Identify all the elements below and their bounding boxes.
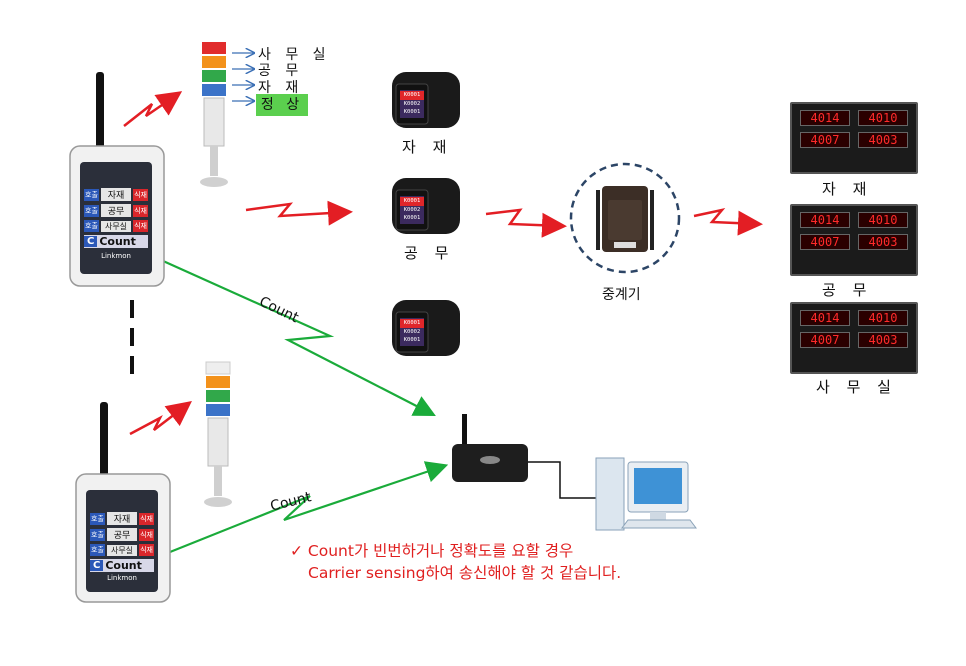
led-display: 4014 4010 4007 4003 [790,102,918,174]
repeater-label: 중계기 [602,287,641,303]
call-tag: 호출 [84,188,99,201]
call-tag: 호출 [90,528,105,541]
watch-caption-materials: 자 재 [402,138,453,156]
repeater-device [596,186,654,252]
led-display: 4014 4010 4007 4003 [790,302,918,374]
panel-face-bottom: 호출 자재 식재 호출 공무 식재 호출 사무실 식재 C Count Link… [90,512,154,582]
brand-label: Linkmon [107,574,137,582]
action-tag: 식재 [133,204,148,217]
brand-label: Linkmon [101,252,131,260]
panel-row[interactable]: 호출 자재 식재 [84,188,148,201]
row-label: 공무 [106,528,138,541]
action-tag: 식재 [139,544,154,556]
row-label: 자재 [100,188,132,201]
repeater-circle [569,162,681,274]
display-caption-office: 사 무 실 [816,378,897,396]
tower-label-maintenance: 공 무 [258,63,304,79]
action-tag: 식재 [139,512,154,525]
panel-row[interactable]: 호출 사무실 식재 [84,220,148,232]
panel-row[interactable]: 호출 사무실 식재 [90,544,154,556]
count-link-top [151,254,436,417]
tower-light-bottom [204,361,232,507]
row-label: 공무 [100,204,132,217]
count-tag: C [84,236,98,247]
count-link-bottom [159,461,449,558]
panel-row[interactable]: 호출 공무 식재 [90,528,154,541]
count-label: Count [105,559,142,572]
row-label: 자재 [106,512,138,525]
notice-line: Carrier sensing하여 송신해야 할 것 같습니다. [308,564,622,582]
wireless-link-watches [245,200,353,226]
notice-text: ✓ Count가 빈번하거나 정확도를 요할 경우 Carrier sensin… [290,540,621,584]
wireless-link-bottom-tower [129,400,192,436]
display-caption-maintenance: 공 무 [822,281,873,299]
tower-light-top [200,42,228,187]
call-tag: 호출 [84,204,99,217]
action-tag: 식재 [133,188,148,201]
wireless-link-top-tower [123,91,183,127]
panel-row[interactable]: 호출 공무 식재 [84,204,148,217]
panel-row[interactable]: 호출 자재 식재 [90,512,154,525]
panel-face-top: 호출 자재 식재 호출 공무 식재 호출 사무실 식재 C Count Link… [84,188,148,260]
count-tag: C [90,560,104,571]
led-display: 4014 4010 4007 4003 [790,204,918,276]
action-tag: 식재 [139,528,154,541]
gateway-device [452,414,528,482]
gateway-pc-cable [528,461,600,499]
call-tag: 호출 [90,512,105,525]
tower-label-office: 사 무 실 [258,47,331,63]
status-badge: 정 상 [256,94,308,116]
action-tag: 식재 [133,220,148,232]
desktop-pc [595,457,697,531]
notice-line: ✓ Count가 빈번하거나 정확도를 요할 경우 [290,542,574,560]
display-caption-materials: 자 재 [822,180,873,198]
wireless-link-repeater [485,208,567,238]
count-button[interactable]: C Count [84,235,148,248]
count-label: Count [99,235,136,248]
row-label: 사무실 [100,220,132,232]
call-tag: 호출 [84,220,99,232]
count-button[interactable]: C Count [90,559,154,572]
call-tag: 호출 [90,544,105,556]
wireless-link-displays [693,208,763,236]
row-label: 사무실 [106,544,138,556]
tower-label-materials: 자 재 [258,80,304,96]
watch-caption-maintenance: 공 무 [404,244,455,262]
